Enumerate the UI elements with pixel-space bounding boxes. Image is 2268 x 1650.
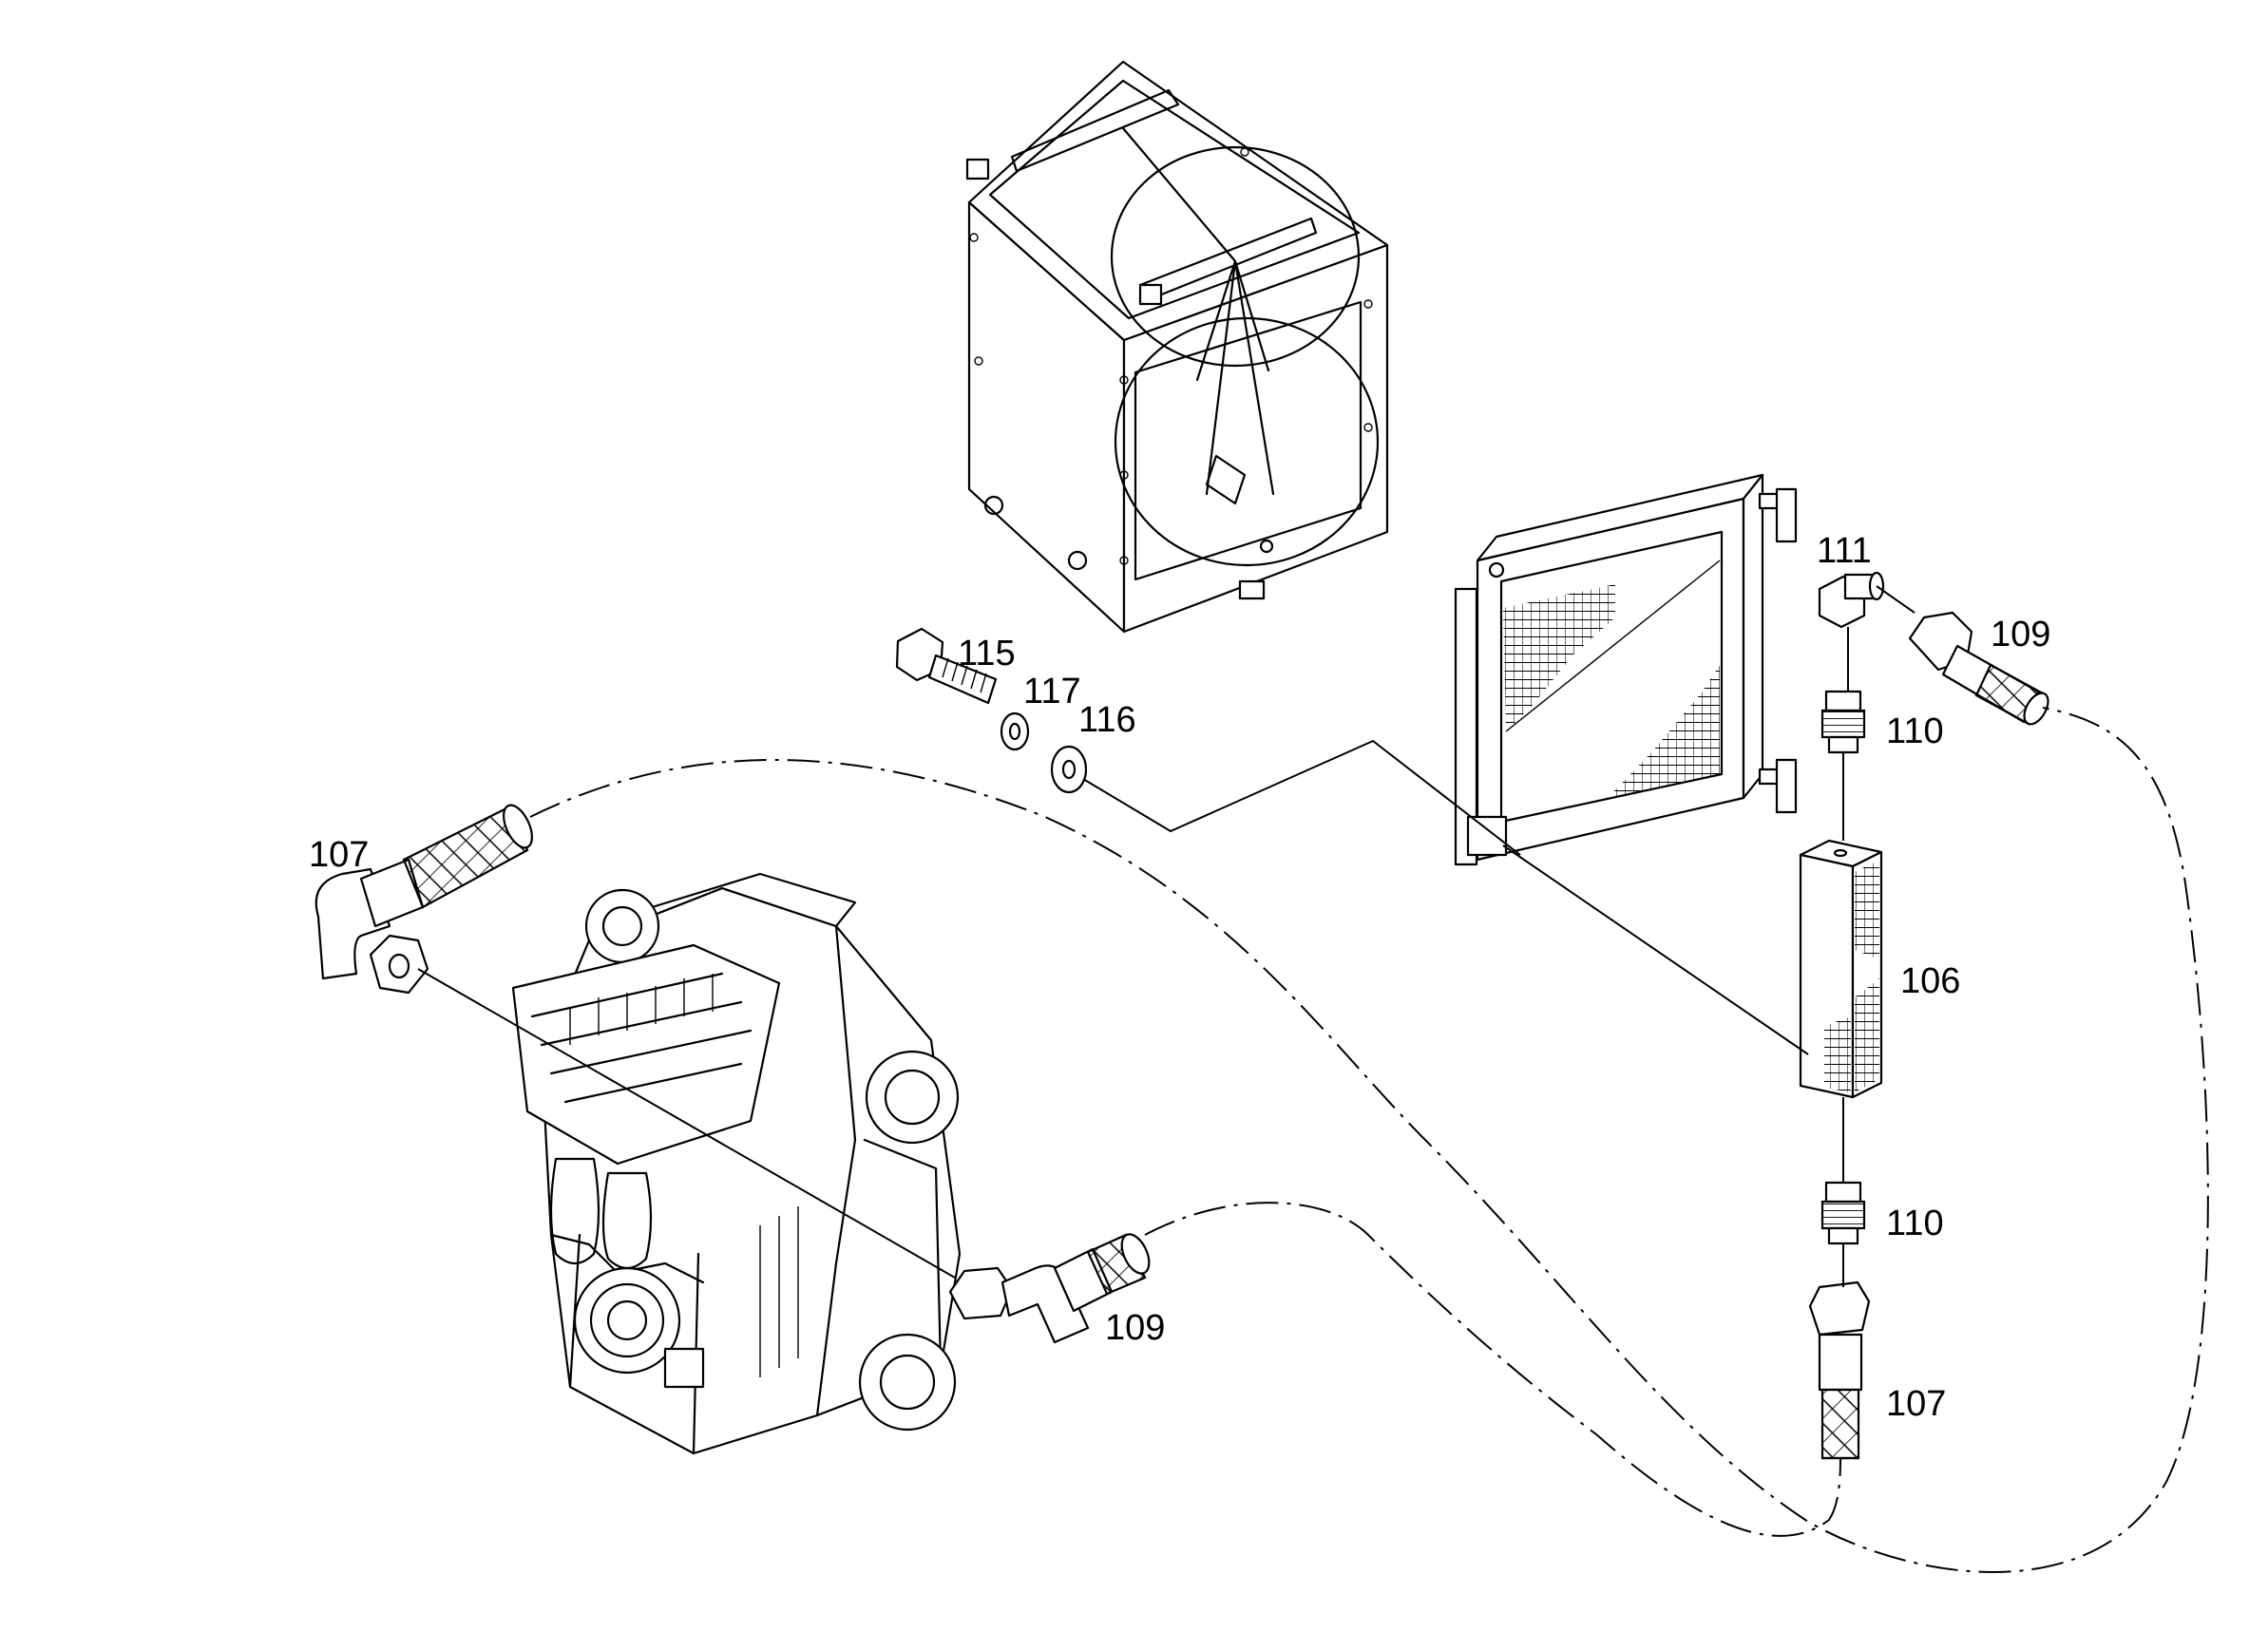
callout-110-top: 110 xyxy=(1886,711,1944,751)
washer-116 xyxy=(1050,745,1088,794)
leader-lines xyxy=(417,585,1915,1287)
callouts: 115 117 116 111 109 110 106 110 107 107 … xyxy=(309,531,2050,1424)
hose-109-top xyxy=(1908,611,2049,726)
oil-cooler xyxy=(1454,473,1798,866)
callout-117: 117 xyxy=(1023,672,1081,711)
callout-109-bottom: 109 xyxy=(1105,1308,1165,1348)
elbow-fitting-111 xyxy=(1818,571,1885,629)
callout-115: 115 xyxy=(958,634,1016,673)
washer-117 xyxy=(1000,711,1030,751)
adapter-110-bottom xyxy=(1820,1181,1866,1245)
callout-107-right: 107 xyxy=(1886,1384,1946,1424)
bolt-115 xyxy=(895,627,998,705)
callout-107-left: 107 xyxy=(309,835,369,875)
transmission xyxy=(511,872,962,1455)
callout-116: 116 xyxy=(1078,700,1136,740)
callout-106: 106 xyxy=(1900,961,1960,1001)
hose-109-bottom xyxy=(948,1233,1151,1344)
hose-routing-dashdot xyxy=(529,707,2209,1573)
callout-111: 111 xyxy=(1817,531,1872,571)
hose-107-right xyxy=(1808,1280,1871,1460)
adapter-110-top xyxy=(1820,690,1866,754)
filter-106 xyxy=(1799,839,1883,1099)
callout-109-top: 109 xyxy=(1991,615,2050,654)
callout-110-bottom: 110 xyxy=(1886,1204,1944,1243)
hose-107-left xyxy=(314,804,533,995)
fan-housing xyxy=(965,60,1389,634)
